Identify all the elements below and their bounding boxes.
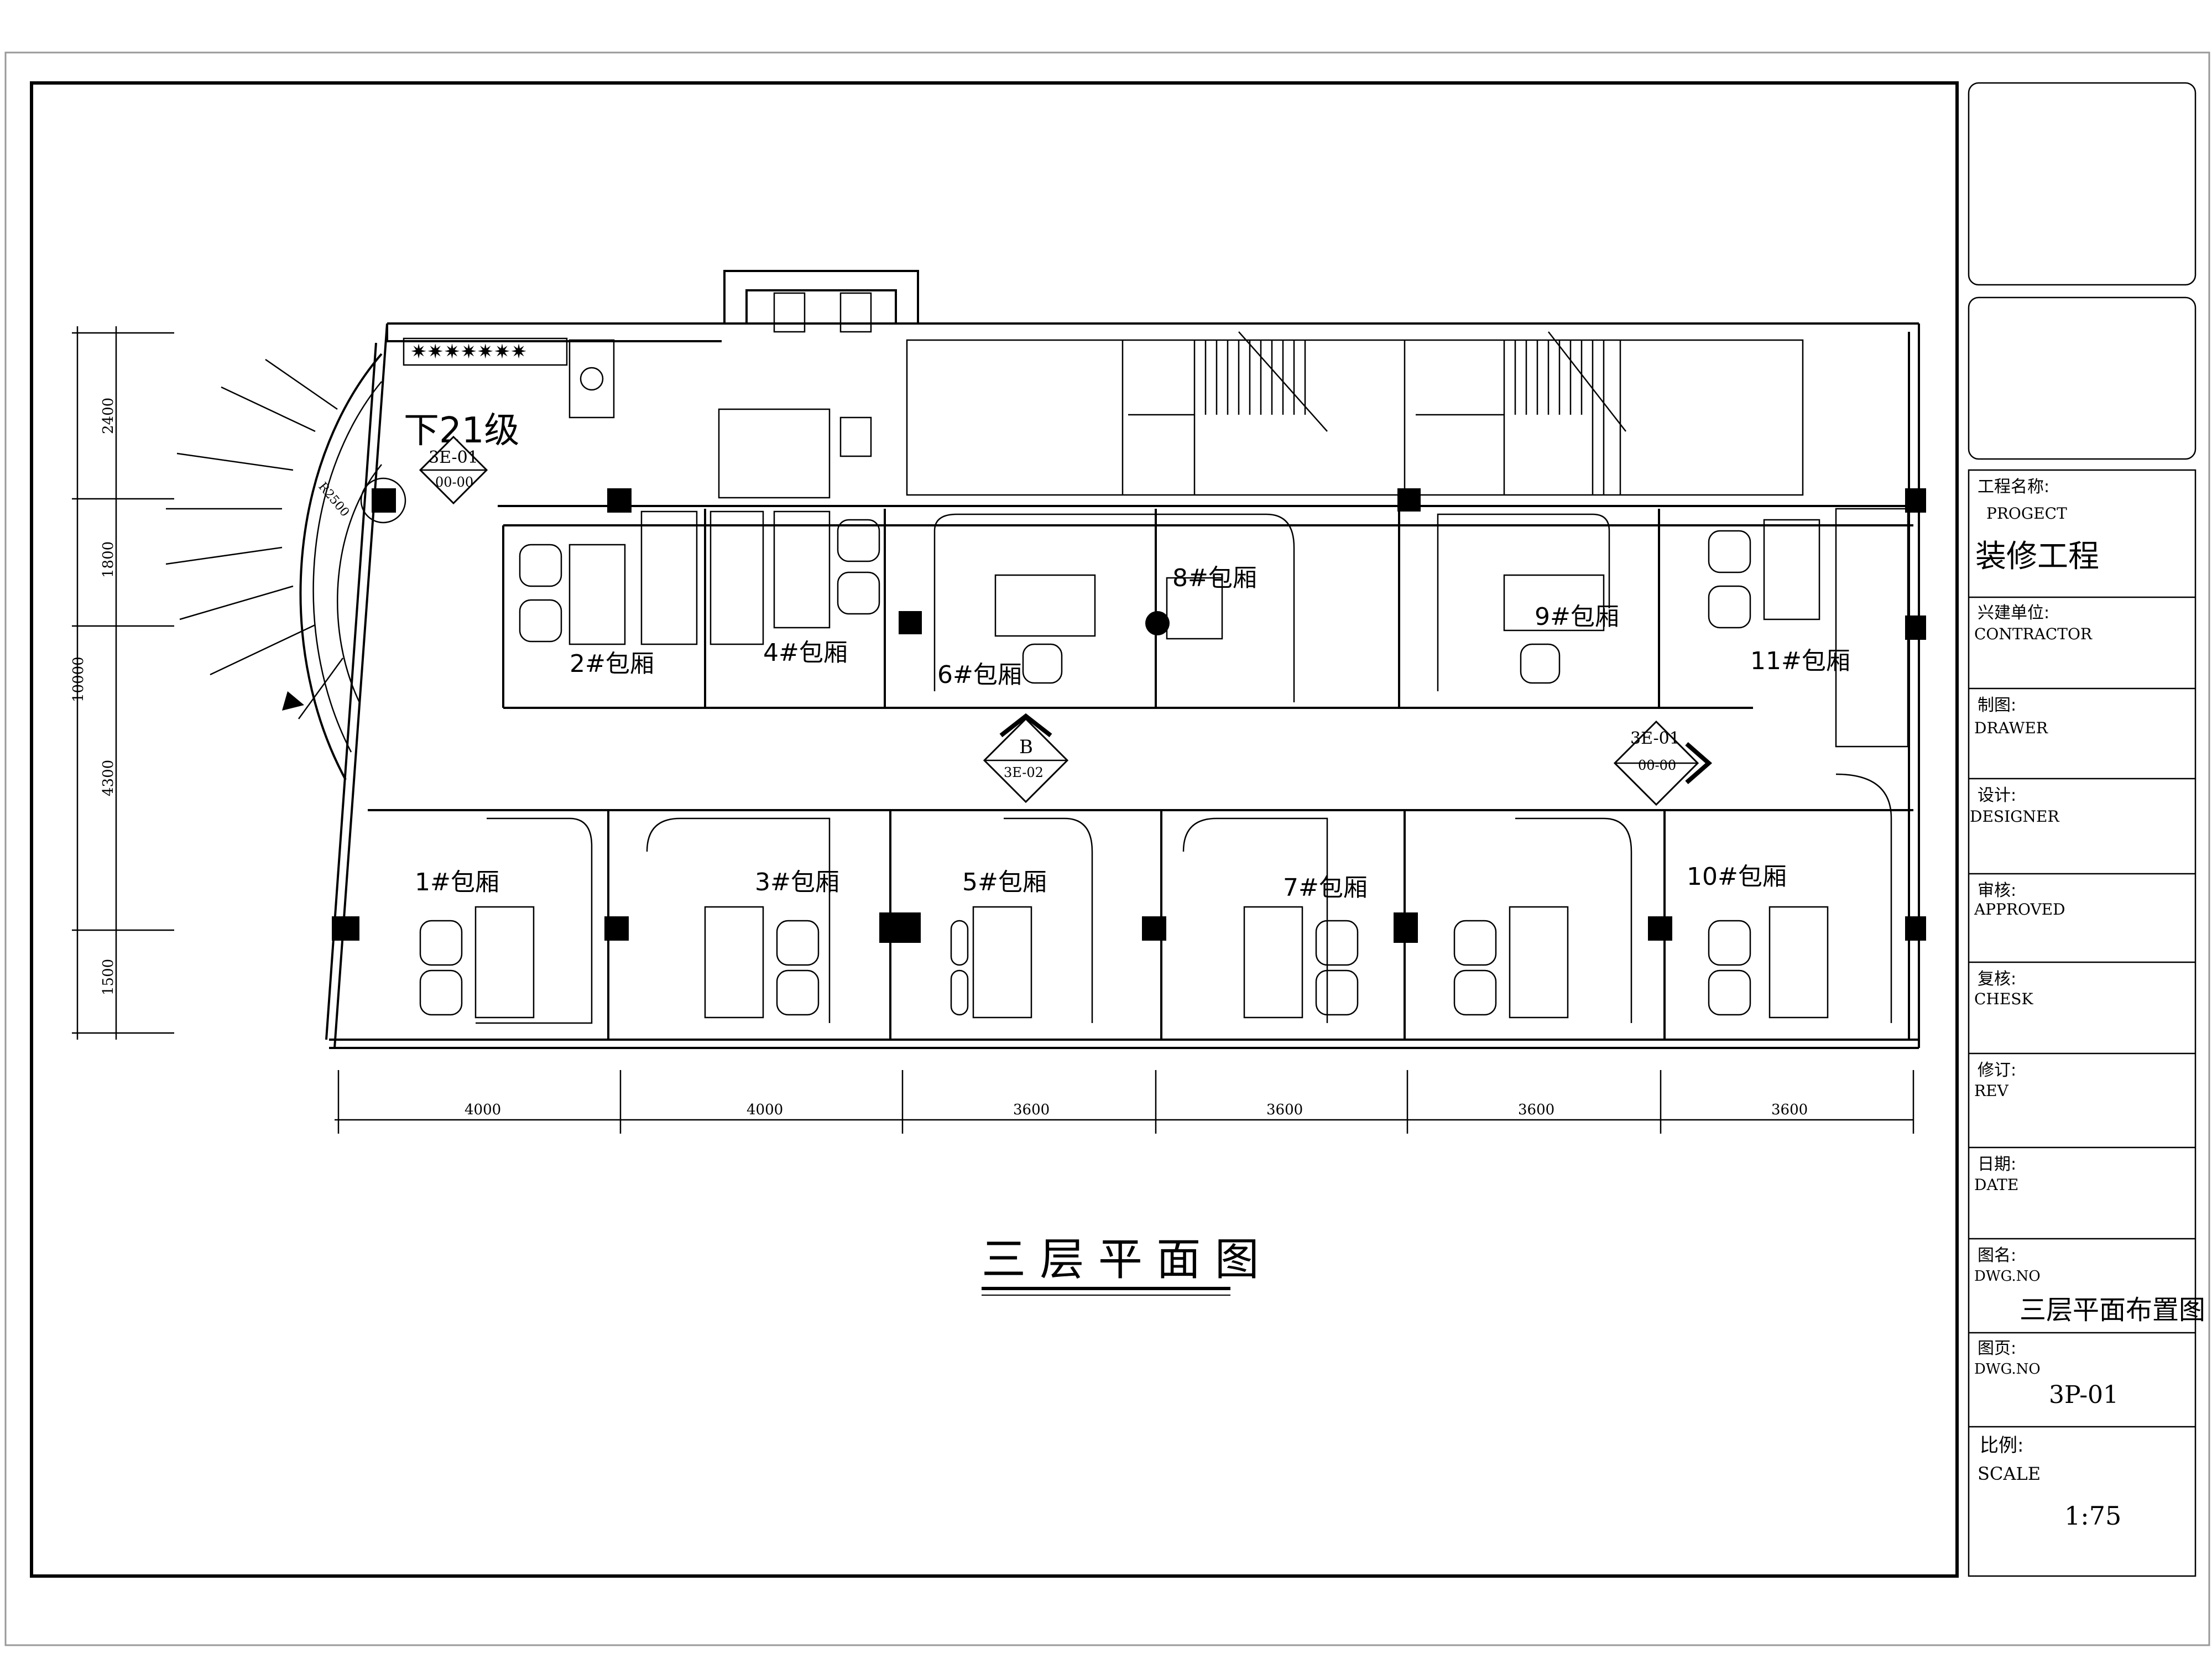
stair-marker-bottom: 00-00	[435, 474, 473, 490]
drawing-title: 三 层 平 面 图	[982, 1234, 1259, 1285]
dim-h-1: 4000	[465, 1102, 501, 1118]
room-label-9: 9#包厢	[1535, 603, 1619, 631]
marker-right-bottom: 00-00	[1638, 758, 1676, 773]
toilet-block	[568, 292, 872, 499]
dwg-page-value: 3P-01	[2049, 1381, 2119, 1409]
scale-value: 1:75	[2064, 1501, 2121, 1531]
drawer-label-cn: 制图:	[1978, 696, 2016, 715]
section-marker-b: B 3E-02	[983, 713, 1069, 804]
dim-v-3: 4300	[100, 760, 117, 796]
planter-row: ✷✷✷✷✷✷✷	[403, 337, 568, 366]
dwg-name-label-en: DWG.NO	[1974, 1268, 2041, 1285]
contractor-label-cn: 兴建单位:	[1978, 603, 2049, 623]
project-value: 装修工程	[1975, 539, 2099, 575]
room-label-2: 2#包厢	[570, 650, 654, 678]
dim-h-2: 4000	[747, 1102, 783, 1118]
drawing-frame	[30, 81, 1959, 1578]
check-label-en: CHESK	[1974, 990, 2033, 1008]
dim-v-2: 1800	[100, 541, 117, 578]
room-label-5: 5#包厢	[962, 868, 1047, 896]
room-label-3: 3#包厢	[755, 868, 839, 896]
room-label-6: 6#包厢	[937, 661, 1022, 689]
room-label-8: 8#包厢	[1172, 564, 1257, 592]
room-label-7: 7#包厢	[1283, 874, 1368, 902]
marker-b-bottom: 3E-02	[1004, 765, 1044, 780]
section-marker-stair: 3E-01 00-00	[419, 435, 488, 505]
marker-right-top: 3E-01	[1630, 729, 1680, 748]
scale-label-cn: 比例:	[1980, 1434, 2023, 1457]
dim-h-3: 3600	[1013, 1102, 1050, 1118]
date-label-cn: 日期:	[1978, 1155, 2016, 1174]
dwg-page-label-en: DWG.NO	[1974, 1361, 2041, 1378]
section-marker-right: 3E-01 00-00	[1613, 720, 1713, 806]
dim-h-6: 3600	[1771, 1102, 1808, 1118]
sheet-outer-border	[4, 51, 2210, 1646]
horizontal-dimensions: 4000 4000 3600 3600 3600 3600	[335, 1070, 1914, 1134]
check-label-cn: 复核:	[1978, 969, 2016, 989]
stair-arrow-icon	[282, 691, 304, 711]
vertical-dimensions: 2400 1800 4300 1500 10000	[70, 326, 174, 1040]
dim-v-1: 2400	[100, 398, 117, 434]
approved-label-cn: 审核:	[1978, 881, 2016, 900]
dwg-page-label-cn: 图页:	[1978, 1339, 2016, 1358]
project-label-en: PROGECT	[1986, 504, 2067, 523]
marker-b-top: B	[1019, 736, 1033, 758]
contractor-label-en: CONTRACTOR	[1974, 625, 2093, 643]
drawer-label-en: DRAWER	[1974, 719, 2048, 737]
dwg-name-label-cn: 图名:	[1978, 1246, 2016, 1265]
structural-columns	[332, 488, 1926, 943]
room-labels: 1#包厢 2#包厢 3#包厢 4#包厢 5#包厢 6#包厢 7#包厢 8#包厢 …	[415, 564, 1850, 902]
lower-room-partitions	[476, 773, 1892, 1040]
plant-icon: ✷✷✷✷✷✷✷	[410, 341, 527, 363]
designer-label-cn: 设计:	[1978, 786, 2016, 805]
dim-v-total: 10000	[70, 656, 87, 702]
approved-label-en: APPROVED	[1974, 900, 2065, 919]
dim-h-5: 3600	[1518, 1102, 1554, 1118]
date-label-en: DATE	[1974, 1176, 2018, 1194]
room-label-10: 10#包厢	[1687, 863, 1787, 891]
designer-label-en: DESIGNER	[1970, 807, 2059, 826]
rev-label-en: REV	[1974, 1082, 2009, 1100]
room-label-1: 1#包厢	[415, 868, 499, 896]
drawing-title-group: 三 层 平 面 图	[982, 1234, 1259, 1296]
title-block: 工程名称: PROGECT 装修工程 兴建单位: CONTRACTOR 制图: …	[1968, 82, 2205, 1577]
building-walls	[325, 270, 1920, 1049]
stair-marker-top: 3E-01	[429, 448, 478, 467]
spiral-staircase: 下21级 R2500	[165, 353, 519, 780]
dim-v-4: 1500	[100, 959, 117, 995]
furniture	[419, 519, 1829, 1019]
room-label-4: 4#包厢	[763, 639, 848, 667]
room-label-11: 11#包厢	[1750, 647, 1850, 675]
rev-label-cn: 修订:	[1978, 1061, 2016, 1080]
scale-label-en: SCALE	[1978, 1463, 2041, 1484]
project-label-cn: 工程名称:	[1978, 477, 2049, 497]
straight-stairs	[1128, 331, 1626, 495]
dim-h-4: 3600	[1266, 1102, 1303, 1118]
upper-room-partitions	[568, 508, 1909, 748]
dwg-name-value: 三层平面布置图	[2020, 1295, 2205, 1326]
